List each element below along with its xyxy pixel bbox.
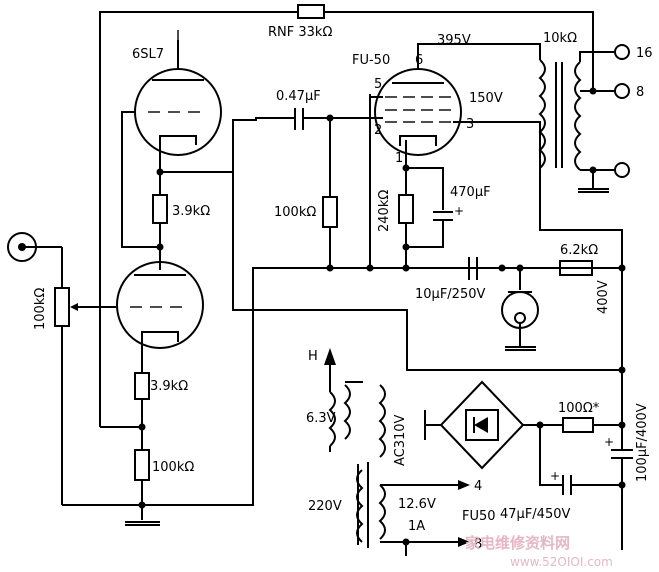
cap-filter2-plus: +	[550, 469, 560, 483]
preamp-tube-label: 6SL7	[132, 47, 164, 62]
volume-pot	[54, 247, 142, 506]
r-cathode-lower	[100, 365, 150, 450]
r-filter	[562, 417, 622, 433]
pot-label: 100kΩ	[33, 288, 48, 330]
r-lower-label: 100kΩ	[152, 460, 194, 475]
sec-a-label: 1A	[408, 519, 425, 534]
cap-cathode-label: 470μF	[450, 185, 491, 200]
output-tube-label: FU-50	[352, 53, 390, 68]
r-cathode-lower-label: 3.9kΩ	[150, 379, 188, 394]
v150-label: 150V	[469, 91, 503, 106]
r-filter-label: 100Ω*	[558, 401, 600, 416]
cathode-network	[398, 164, 453, 272]
pin2-label: 2	[374, 123, 382, 138]
rnf-feedback	[99, 4, 597, 427]
coupling-cap	[232, 108, 383, 172]
preamp-lower-triode	[116, 261, 204, 365]
cap-screen-label: 10μF/250V	[415, 287, 485, 302]
r-grid-label: 100kΩ	[274, 205, 316, 220]
filter-cap-1	[611, 425, 633, 550]
r-grid	[322, 118, 338, 272]
cap-filter-plus: +	[604, 435, 614, 449]
heater-h-label: H	[308, 349, 318, 364]
bridge-rectifier	[424, 380, 563, 470]
r-plate-upper	[152, 168, 168, 270]
ac-v-label: AC310V	[393, 414, 408, 466]
sec-note-label: FU50	[462, 509, 496, 524]
cap-filter-label: 100μF/400V	[635, 403, 650, 482]
v395-label: 395V	[437, 33, 471, 48]
pin6-label: 6	[415, 53, 423, 68]
output-transformer	[538, 44, 630, 230]
r-cathode-label: 240kΩ	[377, 190, 392, 232]
regulator-tube	[501, 268, 539, 351]
tap8-label: 8	[636, 85, 644, 100]
cap-filter2-label: 47μF/450V	[500, 507, 570, 522]
primary-v-label: 220V	[308, 499, 342, 514]
pin1-label: 1	[395, 151, 403, 166]
heater-transformer	[324, 348, 363, 452]
watermark-url: www.52OIOI.com	[510, 555, 613, 569]
output-pentode	[374, 50, 462, 168]
sec-v-label: 12.6V	[398, 497, 436, 512]
tap16-label: 16	[636, 46, 653, 61]
rnf-label: RNF 33kΩ	[268, 25, 332, 40]
input-jack	[7, 232, 62, 262]
cap-coupling-label: 0.47μF	[276, 89, 321, 104]
cap-cathode-plus: +	[454, 204, 464, 218]
out8-label: 8	[474, 537, 482, 552]
xfmr-label: 10kΩ	[543, 31, 577, 46]
r-lower	[125, 449, 160, 526]
heater-v-label: 6.3V	[306, 411, 336, 426]
main-transformer	[356, 384, 470, 556]
watermark-text: 家电维修资料网	[465, 534, 570, 552]
pin5-label: 5	[374, 77, 382, 92]
v400-label: 400V	[596, 280, 611, 314]
pin3-label: 3	[466, 117, 474, 132]
filter-cap-2	[539, 425, 626, 495]
r-plate-upper-label: 3.9kΩ	[172, 204, 210, 219]
r-supply-label: 6.2kΩ	[560, 243, 598, 258]
out4-label: 4	[474, 479, 482, 494]
